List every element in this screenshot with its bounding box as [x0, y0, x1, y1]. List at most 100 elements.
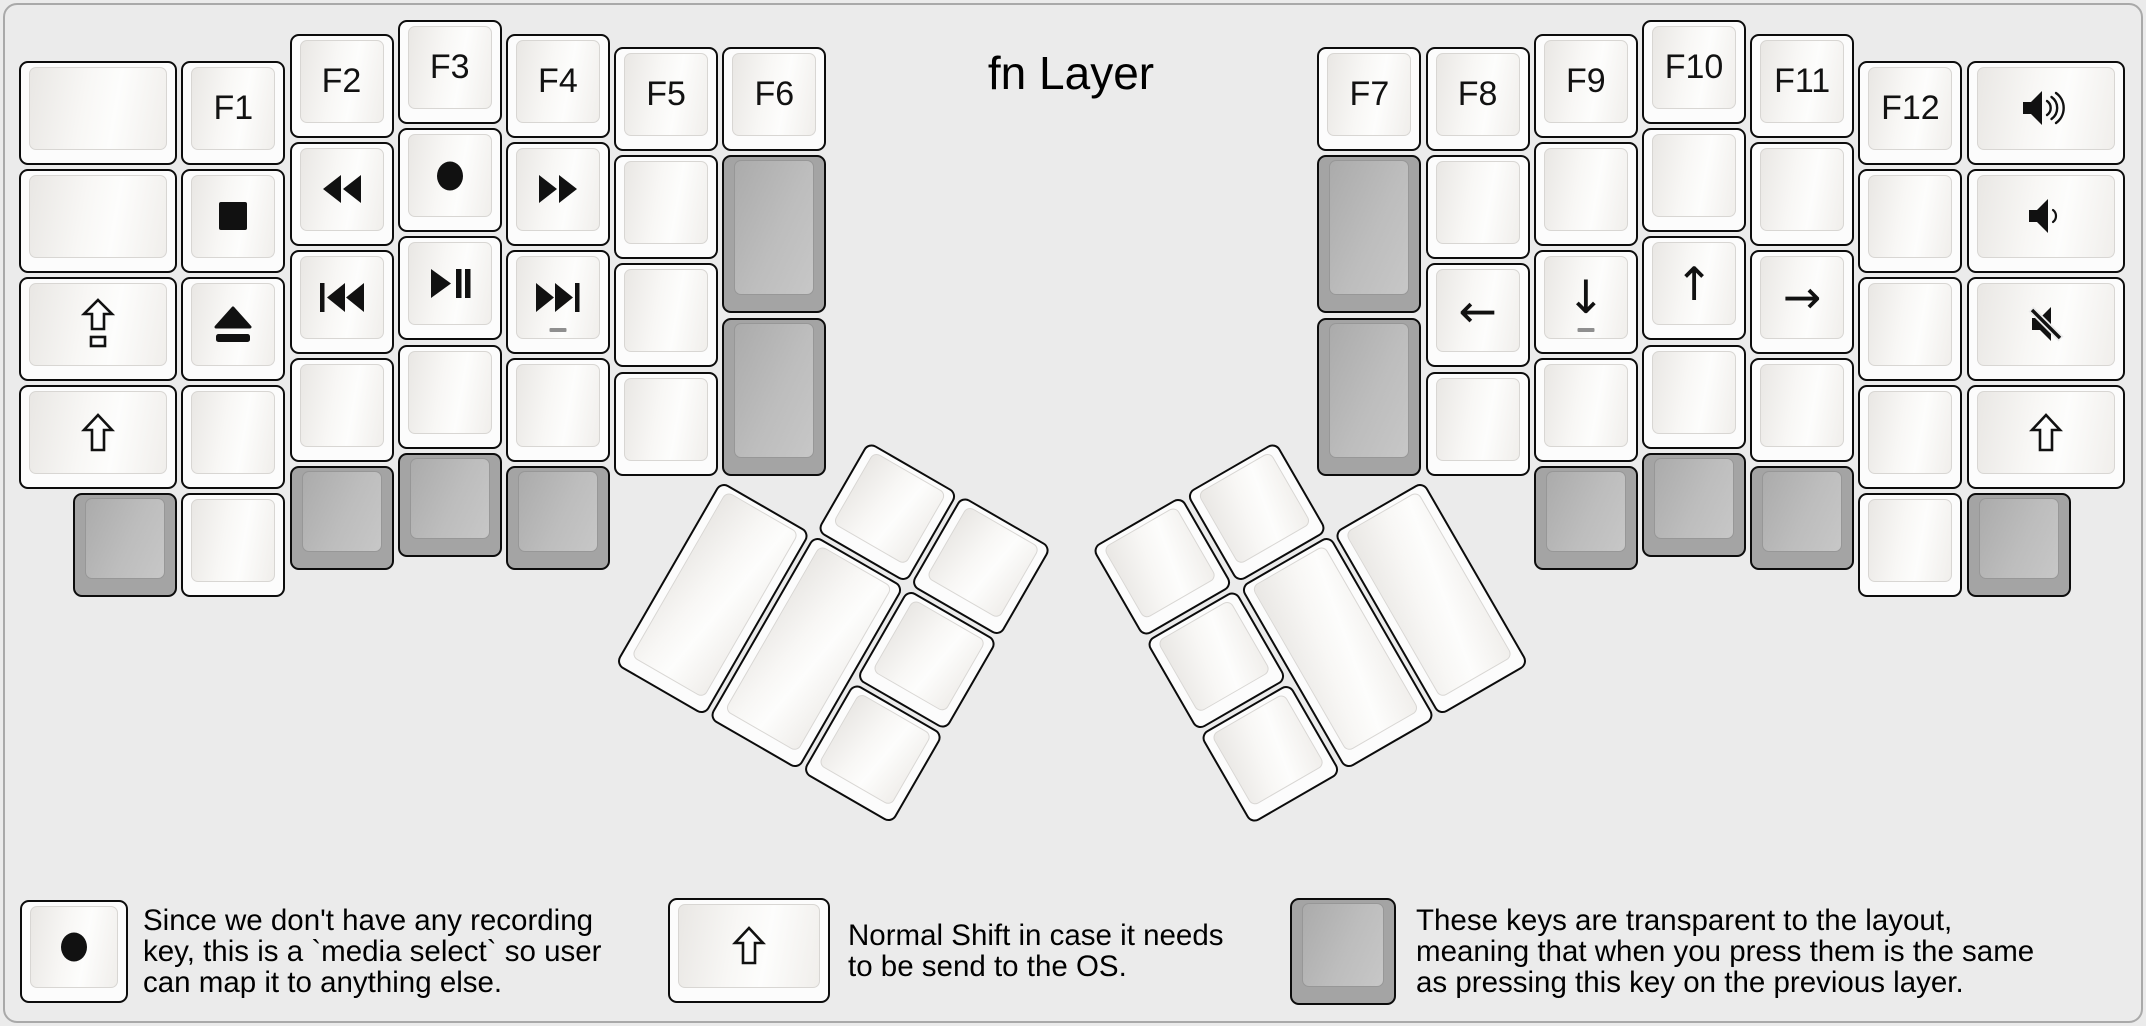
key-arrow-right[interactable]: →	[1750, 249, 1855, 354]
key-transparent[interactable]	[505, 466, 610, 571]
key-blank[interactable]	[1750, 358, 1855, 463]
key-transparent[interactable]	[1642, 452, 1746, 557]
key-transparent[interactable]	[1317, 317, 1422, 476]
keycap-top	[299, 147, 384, 231]
keycap-top: F8	[1435, 53, 1520, 137]
key-transparent[interactable]	[73, 493, 178, 598]
key-blank[interactable]	[1642, 344, 1746, 449]
key-blank[interactable]	[397, 344, 502, 449]
keycap-top	[1868, 391, 1953, 475]
key-blank[interactable]	[1750, 141, 1855, 246]
key-volume-up[interactable]	[1966, 60, 2125, 165]
key-fast-forward[interactable]	[505, 141, 610, 246]
keycap-top	[299, 255, 384, 339]
volume-up-icon	[2020, 88, 2072, 128]
key-arrow-down[interactable]: ↓	[1533, 249, 1638, 354]
keycap-top	[1545, 471, 1626, 553]
key-f7[interactable]: F7	[1317, 47, 1422, 152]
keycap-top: ←	[1435, 269, 1520, 353]
key-play-pause[interactable]	[397, 236, 502, 341]
keycap-top: F1	[191, 66, 276, 150]
arrow-left-icon: ←	[1458, 288, 1497, 334]
keycap-top	[1762, 471, 1843, 553]
key-shift[interactable]	[1966, 385, 2125, 490]
keycap-top	[409, 457, 490, 539]
key-prev-track[interactable]	[289, 249, 394, 354]
key-blank[interactable]	[181, 385, 286, 490]
keycap-top	[301, 471, 382, 553]
keycap-top: F4	[515, 39, 600, 123]
key-blank[interactable]	[1425, 155, 1530, 260]
arrow-left-icon: ←	[1458, 283, 1497, 338]
eject-icon	[213, 306, 253, 343]
key-blank[interactable]	[1533, 141, 1638, 246]
key-f8[interactable]: F8	[1425, 47, 1530, 152]
key-volume-down[interactable]	[1966, 168, 2125, 273]
key-transparent[interactable]	[1317, 155, 1422, 314]
keycap-top	[29, 391, 168, 475]
keycap-top	[515, 364, 600, 448]
key-shift-lock[interactable]	[19, 276, 178, 381]
key-stop[interactable]	[181, 168, 286, 273]
key-transparent[interactable]	[1533, 466, 1638, 571]
key-shift[interactable]	[19, 385, 178, 490]
key-blank[interactable]	[1858, 168, 1963, 273]
legend-text: These keys are transparent to the layout…	[1416, 905, 2034, 998]
key-arrow-up[interactable]: ↑	[1642, 236, 1746, 341]
key-transparent[interactable]	[722, 155, 827, 314]
legend-text-line: Normal Shift in case it needs	[848, 919, 1224, 952]
key-f11[interactable]: F11	[1750, 33, 1855, 138]
keycap-top	[29, 282, 168, 366]
key-blank[interactable]	[1858, 385, 1963, 490]
key-blank[interactable]	[19, 60, 178, 165]
keycap-top	[1196, 451, 1311, 566]
key-f12[interactable]: F12	[1858, 60, 1963, 165]
key-blank[interactable]	[1642, 128, 1746, 233]
key-blank[interactable]	[289, 358, 394, 463]
key-next-track[interactable]	[505, 249, 610, 354]
key-record[interactable]	[397, 128, 502, 233]
keycap-top: →	[1760, 255, 1845, 339]
key-blank[interactable]	[1858, 493, 1963, 598]
layer-title: fn Layer	[987, 47, 1155, 99]
key-transparent[interactable]	[397, 452, 502, 557]
key-mute[interactable]	[1966, 276, 2125, 381]
key-f10[interactable]: F10	[1642, 20, 1746, 124]
key-eject[interactable]	[181, 276, 286, 381]
key-f6[interactable]: F6	[722, 47, 827, 152]
key-f1[interactable]: F1	[181, 60, 286, 165]
key-blank[interactable]	[505, 358, 610, 463]
keycap-top: F9	[1543, 39, 1628, 123]
key-blank[interactable]	[181, 493, 286, 598]
legend-sample-key	[668, 898, 830, 1003]
keycap-top	[926, 505, 1041, 620]
keycap-top: F6	[732, 53, 817, 137]
key-f4[interactable]: F4	[505, 33, 610, 138]
key-blank[interactable]	[19, 168, 178, 273]
key-transparent[interactable]	[722, 317, 827, 476]
key-blank[interactable]	[1533, 358, 1638, 463]
keycap-top	[624, 269, 709, 353]
key-blank[interactable]	[1425, 371, 1530, 476]
key-blank[interactable]	[614, 263, 719, 368]
key-transparent[interactable]	[1750, 466, 1855, 571]
stop-icon	[218, 201, 248, 231]
key-f3[interactable]: F3	[397, 20, 502, 124]
key-blank[interactable]	[1858, 276, 1963, 381]
key-label: F3	[429, 48, 470, 86]
volume-down-icon	[2026, 196, 2066, 236]
shift-pedestal-icon	[81, 298, 116, 350]
key-arrow-left[interactable]: ←	[1425, 263, 1530, 368]
key-f2[interactable]: F2	[289, 33, 394, 138]
keycap-top	[1543, 364, 1628, 448]
key-transparent[interactable]	[289, 466, 394, 571]
keycap-top	[1868, 499, 1953, 583]
key-blank[interactable]	[614, 371, 719, 476]
key-blank[interactable]	[614, 155, 719, 260]
key-f5[interactable]: F5	[614, 47, 719, 152]
key-transparent[interactable]	[1966, 493, 2071, 598]
key-rewind[interactable]	[289, 141, 394, 246]
shift-icon	[81, 412, 116, 453]
legend-text-line: can map it to anything else.	[143, 966, 503, 999]
key-f9[interactable]: F9	[1533, 33, 1638, 138]
